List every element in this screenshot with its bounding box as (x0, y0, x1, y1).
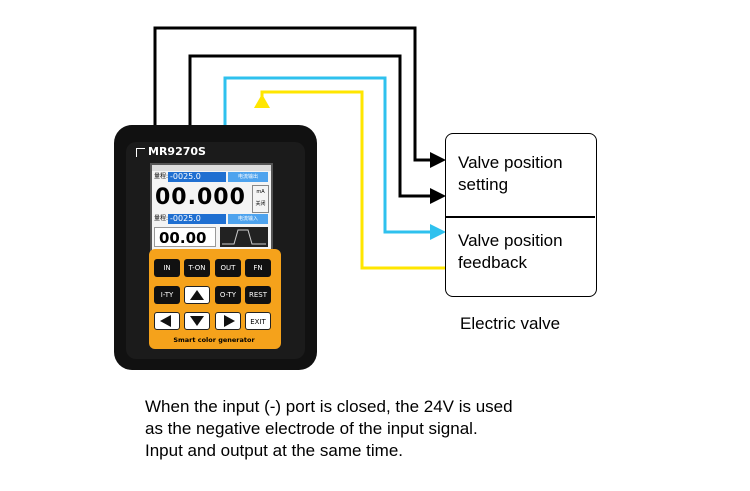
device-brand: MR9270S (136, 145, 296, 159)
key-up[interactable] (184, 286, 210, 304)
note-line-1: When the input (-) port is closed, the 2… (145, 397, 513, 416)
key-t-on[interactable]: T-ON (184, 259, 210, 277)
key-right[interactable] (215, 312, 241, 330)
valve-feedback-line2: feedback (458, 253, 527, 272)
arrow-left-icon (160, 315, 171, 327)
device-screen: 量程: -0025.0 电流输出 00.000 mA 关闭 量程: -0025.… (150, 163, 273, 253)
input-range-label: 量程: (154, 215, 169, 222)
wire-black-1 (153, 26, 432, 162)
output-mode-tag: 电流输出 (228, 172, 268, 182)
arrow-black-2 (430, 188, 446, 204)
keypad-panel: IN T-ON OUT FN I-TY O-TY REST EXIT Smart… (149, 249, 281, 349)
key-down[interactable] (184, 312, 210, 330)
key-left[interactable] (154, 312, 180, 330)
keypad-caption: Smart color generator (173, 336, 255, 344)
key-exit[interactable]: EXIT (245, 312, 271, 330)
arrow-down-icon (190, 316, 204, 326)
waveform-icon (222, 229, 266, 245)
input-range-value: -0025.0 (168, 214, 226, 224)
output-range-value: -0025.0 (168, 172, 226, 182)
arrow-black-1 (430, 152, 446, 168)
arrow-yellow (254, 94, 270, 108)
note-line-3: Input and output at the same time. (145, 441, 403, 460)
input-mode-tag: 电流输入 (228, 214, 268, 224)
arrow-cyan (430, 224, 446, 240)
valve-feedback-line1: Valve position (458, 231, 563, 250)
electric-valve-box: Valve position setting Valve position fe… (445, 133, 597, 297)
key-i-ty[interactable]: I-TY (154, 286, 180, 304)
usage-note: When the input (-) port is closed, the 2… (145, 396, 615, 462)
valve-caption: Electric valve (460, 314, 561, 333)
output-range-label: 量程: (154, 173, 169, 180)
unit-top: mA (256, 189, 265, 195)
device-brand-text: MR9270S (148, 145, 206, 158)
key-in[interactable]: IN (154, 259, 180, 277)
note-line-2: as the negative electrode of the input s… (145, 419, 478, 438)
screen-row-input: 量程: -0025.0 电流输入 (154, 213, 269, 225)
waveform-display (220, 227, 268, 247)
secondary-reading: 00.00 (154, 227, 216, 247)
valve-setting-line1: Valve position (458, 153, 563, 172)
key-fn[interactable]: FN (245, 259, 271, 277)
key-o-ty[interactable]: O-TY (215, 286, 241, 304)
unit-box: mA 关闭 (252, 185, 269, 213)
arrow-right-icon (224, 315, 235, 327)
valve-feedback-label: Valve position feedback (458, 230, 593, 274)
brand-bracket-icon (136, 147, 145, 157)
key-out[interactable]: OUT (215, 259, 241, 277)
valve-setting-label: Valve position setting (458, 152, 593, 196)
arrow-up-icon (190, 290, 204, 300)
unit-bottom: 关闭 (255, 201, 266, 207)
valve-setting-line2: setting (458, 175, 509, 194)
valve-divider (446, 216, 595, 218)
wire-cyan (223, 76, 432, 234)
wire-black-2 (188, 54, 432, 198)
main-reading: 00.000 (155, 185, 246, 210)
screen-status-bar (152, 165, 271, 171)
key-rest[interactable]: REST (245, 286, 271, 304)
screen-row-output: 量程: -0025.0 电流输出 (154, 171, 269, 183)
